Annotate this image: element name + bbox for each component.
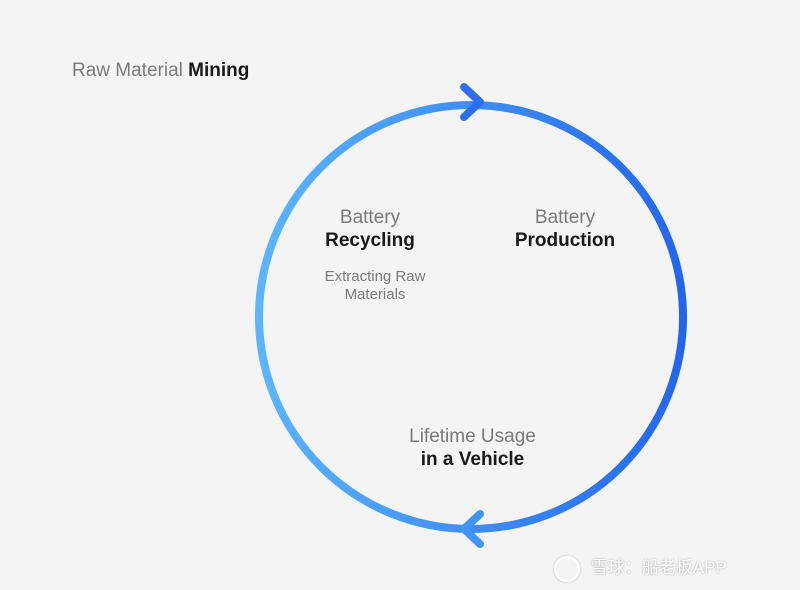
recycling-top-text: Battery xyxy=(339,207,401,228)
mining-text: Mining xyxy=(188,60,250,81)
recycling-bottom-text: Recycling xyxy=(325,229,415,251)
lifetime-usage-label: Lifetime Usage in a Vehicle xyxy=(380,426,565,472)
lifetime-top-text: Lifetime Usage xyxy=(409,426,536,447)
production-bottom-text: Production xyxy=(514,229,616,251)
lifetime-bottom-text: in a Vehicle xyxy=(420,448,525,470)
raw-material-mining-label: Raw Material Mining xyxy=(72,60,249,83)
watermark-text: 雪球：船老板APP xyxy=(590,558,727,577)
extracting-raw-materials-label: Extracting Raw Materials xyxy=(295,268,455,304)
battery-recycling-label: Battery Recycling xyxy=(300,207,440,253)
raw-material-text: Raw Material xyxy=(72,60,183,81)
extracting-line2: Materials xyxy=(344,286,406,303)
watermark: 雪球：船老板APP xyxy=(554,553,727,582)
battery-production-label: Battery Production xyxy=(490,207,640,253)
extracting-line1: Extracting Raw xyxy=(324,268,426,285)
mining-arrowhead-icon xyxy=(460,83,484,121)
snowball-logo-icon xyxy=(554,555,580,582)
cycle-arrowhead-icon xyxy=(460,510,484,548)
production-top-text: Battery xyxy=(534,207,596,228)
